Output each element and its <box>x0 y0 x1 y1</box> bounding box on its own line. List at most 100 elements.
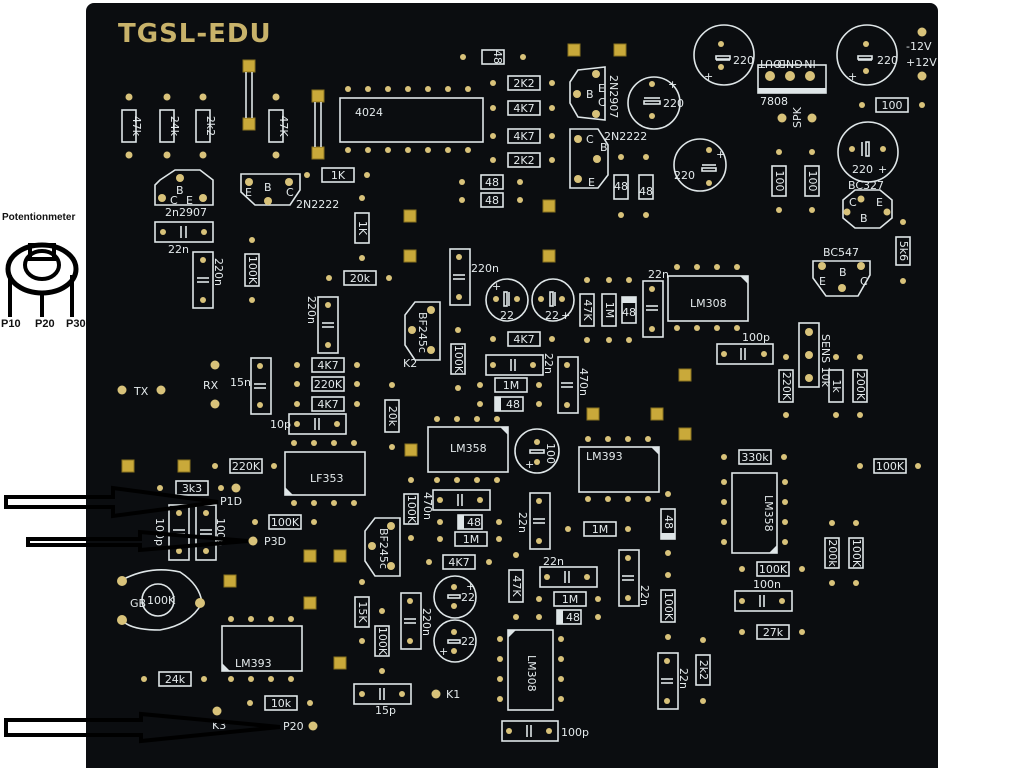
svg-text:RX: RX <box>203 379 219 392</box>
resistor-1M: 1M <box>437 531 502 547</box>
svg-text:E: E <box>588 176 595 189</box>
resistor-330k: 330k <box>721 449 787 465</box>
resistor-100K: 100K <box>660 572 676 640</box>
electrolytic-22: 22 + <box>485 278 529 322</box>
svg-text:24k: 24k <box>165 673 186 686</box>
transistor-bc327: C B E BC327 <box>842 179 893 229</box>
capacitor-22n: 22n <box>657 652 690 710</box>
svg-text:22n: 22n <box>677 668 690 689</box>
svg-text:27k: 27k <box>763 626 784 639</box>
jumper <box>223 443 418 588</box>
svg-text:4K7: 4K7 <box>317 398 338 411</box>
svg-text:220n: 220n <box>212 258 225 286</box>
svg-text:220: 220 <box>733 54 754 67</box>
svg-text:7808: 7808 <box>760 95 788 108</box>
capacitor-220n: 220n <box>192 251 225 309</box>
jumper <box>403 209 417 263</box>
svg-text:E: E <box>245 186 252 199</box>
jumper <box>542 199 556 263</box>
svg-text:22n: 22n <box>638 585 651 606</box>
svg-text:K1: K1 <box>446 688 460 701</box>
svg-text:1K: 1K <box>331 169 346 182</box>
trimmer-pot-100k: GB 100K <box>117 569 205 631</box>
resistor-1K-vert: 1K <box>354 195 370 261</box>
svg-text:220K: 220K <box>232 460 261 473</box>
svg-text:IN: IN <box>804 57 815 70</box>
resistor-2k2: 2k2 <box>695 637 711 704</box>
resistor-10k: 10k <box>247 695 313 711</box>
capacitor-10p: 10p <box>270 413 347 435</box>
svg-text:22: 22 <box>500 309 514 322</box>
electrolytic-100: 100 + <box>514 428 560 474</box>
resistor-100-vert: 100 <box>804 149 820 213</box>
ic-lm308-top: LM308 <box>667 264 749 331</box>
svg-text:GND: GND <box>777 57 802 70</box>
transistor-2n2222-left: E B C 2N2222 <box>240 173 339 211</box>
svg-text:+: + <box>466 580 475 593</box>
capacitor-470n: 22n <box>516 492 551 550</box>
capacitor-15n: 15n <box>230 357 272 415</box>
capacitor-100p: 100p <box>195 504 227 561</box>
diode-48: 48 <box>613 154 629 218</box>
svg-text:BC547: BC547 <box>823 246 859 259</box>
speaker-connector: SPK <box>777 106 817 128</box>
pot-pin-p30: P30 <box>66 318 86 330</box>
resistor-220K: 220K <box>778 354 794 418</box>
svg-text:15K: 15K <box>356 601 369 623</box>
ic-lm308-bottom: LM308 <box>497 629 564 711</box>
svg-text:200K: 200K <box>854 372 867 401</box>
capacitor-22n: 22n <box>539 555 598 588</box>
ic-lm393-bottom: LM393 <box>221 616 303 682</box>
capacitor-15p: 15p <box>353 683 412 717</box>
resistor-4K7: 4K7 <box>294 357 360 373</box>
svg-text:C: C <box>586 133 594 146</box>
rx-connector: RX <box>203 360 220 409</box>
svg-text:4024: 4024 <box>355 106 383 119</box>
capacitor-220n: 220n <box>449 248 499 306</box>
capacitor-22n: 22n <box>485 353 555 376</box>
pad-p1d: P1D <box>220 483 242 508</box>
svg-text:100K: 100K <box>405 495 418 524</box>
svg-text:470n: 470n <box>421 492 434 520</box>
svg-text:4K7: 4K7 <box>513 130 534 143</box>
svg-text:100n: 100n <box>753 578 781 591</box>
electrolytic-220: 220 + <box>673 138 727 192</box>
potentiometer-symbol-icon <box>5 242 79 317</box>
svg-text:47k: 47k <box>130 116 143 137</box>
svg-text:E: E <box>876 196 883 209</box>
resistor-100K: 100K <box>252 514 317 530</box>
resistor-20k: 20k <box>326 270 392 286</box>
jumper <box>303 549 317 610</box>
transistor-bc547: E B C BC547 <box>812 246 871 297</box>
svg-text:+: + <box>704 70 713 83</box>
diode-48: 48 <box>536 609 601 625</box>
resistor-2K2: 2K2 <box>490 75 555 91</box>
transistor-2n2907-left: B C E 2n2907 <box>154 169 214 219</box>
svg-text:2k2: 2k2 <box>697 660 710 680</box>
resistor-220K: 220K <box>212 458 277 474</box>
svg-text:100p: 100p <box>561 726 589 739</box>
svg-text:22n: 22n <box>542 353 555 374</box>
resistor-4K7: 4K7 <box>426 554 492 570</box>
arrow-to-p1d-icon <box>4 485 219 519</box>
resistor-1k: 1k <box>828 354 844 418</box>
pad-k1: K1 <box>431 688 460 701</box>
ic-lf353: LF353 <box>284 440 366 506</box>
svg-text:220: 220 <box>852 163 873 176</box>
svg-text:E: E <box>819 275 826 288</box>
resistor-100K: 100K <box>857 458 921 474</box>
svg-text:+: + <box>668 78 677 91</box>
svg-text:LM308: LM308 <box>525 655 538 692</box>
svg-text:BF245c: BF245c <box>377 528 390 569</box>
jumper <box>333 549 347 670</box>
svg-text:1M: 1M <box>503 379 520 392</box>
svg-text:+: + <box>716 148 725 161</box>
resistor-100K: 100K <box>848 520 864 586</box>
capacitor-100p: 100p <box>501 720 589 742</box>
svg-text:TX: TX <box>133 385 149 398</box>
ic-lm393-mid: LM393 <box>578 436 660 502</box>
svg-text:22: 22 <box>461 635 475 648</box>
resistor-5k6: 5k6 <box>895 219 911 284</box>
svg-text:2K2: 2K2 <box>513 154 534 167</box>
